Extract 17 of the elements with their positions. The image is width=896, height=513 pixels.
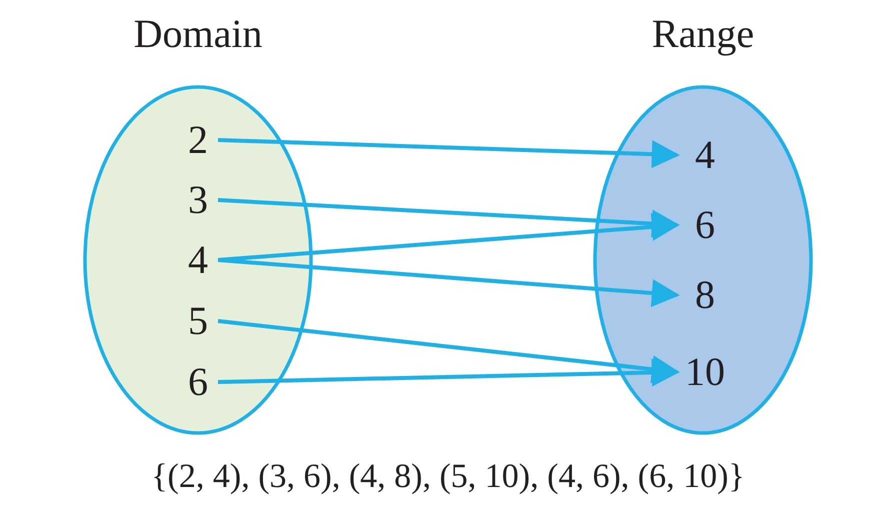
number-label: 6 [168, 360, 228, 404]
mapping-arrow [218, 319, 680, 384]
mapping-arrow [218, 138, 680, 168]
number-label: 5 [168, 299, 228, 343]
ordered-pair-set: {(2, 4), (3, 6), (4, 8), (5, 10), (4, 6), (6, 10)} [150, 458, 746, 496]
number-label: 3 [168, 178, 228, 222]
number-label: 4 [168, 238, 228, 282]
number-label: 8 [675, 273, 735, 317]
number-label: 10 [675, 350, 735, 394]
mapping-arrow [218, 198, 680, 238]
number-label: 2 [168, 118, 228, 162]
number-label: 6 [675, 203, 735, 247]
mapping-arrow [218, 258, 680, 308]
set-heading: Range [650, 10, 756, 58]
number-label: 4 [675, 133, 735, 177]
mapping-arrow [218, 358, 680, 387]
set-heading: Domain [132, 10, 264, 58]
